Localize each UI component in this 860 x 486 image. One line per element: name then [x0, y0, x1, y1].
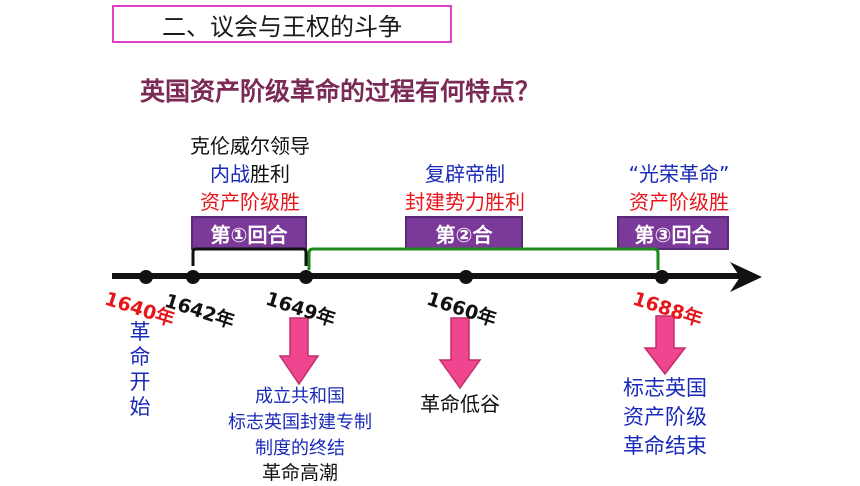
round2-restoration-label: 复辟帝制: [425, 162, 505, 186]
timeline-arrowhead: [730, 262, 762, 292]
end-line2: 资产阶级: [623, 405, 707, 429]
republic-line2: 标志英国封建专制: [228, 412, 372, 433]
dot-1640: [139, 270, 153, 284]
revolution-climax-label: 革命高潮: [261, 462, 338, 484]
round2-3-bracket: [307, 247, 660, 270]
round3-glorious-label: “光荣革命”: [628, 162, 730, 186]
round3-result-label: 资产阶级胜: [629, 190, 729, 214]
dot-1642: [186, 270, 200, 284]
section-title: 二、议会与王权的斗争: [112, 5, 452, 43]
end-line3: 革命结束: [623, 434, 707, 458]
dot-1688: [655, 270, 669, 284]
arrow-1688: [643, 315, 687, 376]
round1-civil-war-label: 内战胜利: [165, 158, 335, 187]
dot-1649: [299, 270, 313, 284]
round1-victory-text: 胜利: [250, 162, 290, 186]
round2-result-label: 封建势力胜利: [405, 190, 525, 214]
round1-leader-label: 克伦威尔领导: [190, 134, 310, 158]
round1-civil-war-text: 内战: [210, 162, 250, 186]
revolution-start-label: 革命开始: [129, 320, 151, 419]
arrow-1660: [438, 317, 482, 390]
round1-bracket: [191, 247, 308, 266]
end-line1: 标志英国: [623, 376, 707, 400]
round3-badge: 第③回合: [617, 216, 729, 250]
republic-line1: 成立共和国: [255, 386, 345, 407]
dot-1660: [459, 270, 473, 284]
revolution-low-label: 革命低谷: [420, 392, 500, 416]
round1-result-label: 资产阶级胜: [200, 190, 300, 214]
question-heading: 英国资产阶级革命的过程有何特点？: [140, 77, 541, 106]
republic-line3: 制度的终结: [255, 438, 345, 459]
arrow-1649: [278, 317, 320, 386]
